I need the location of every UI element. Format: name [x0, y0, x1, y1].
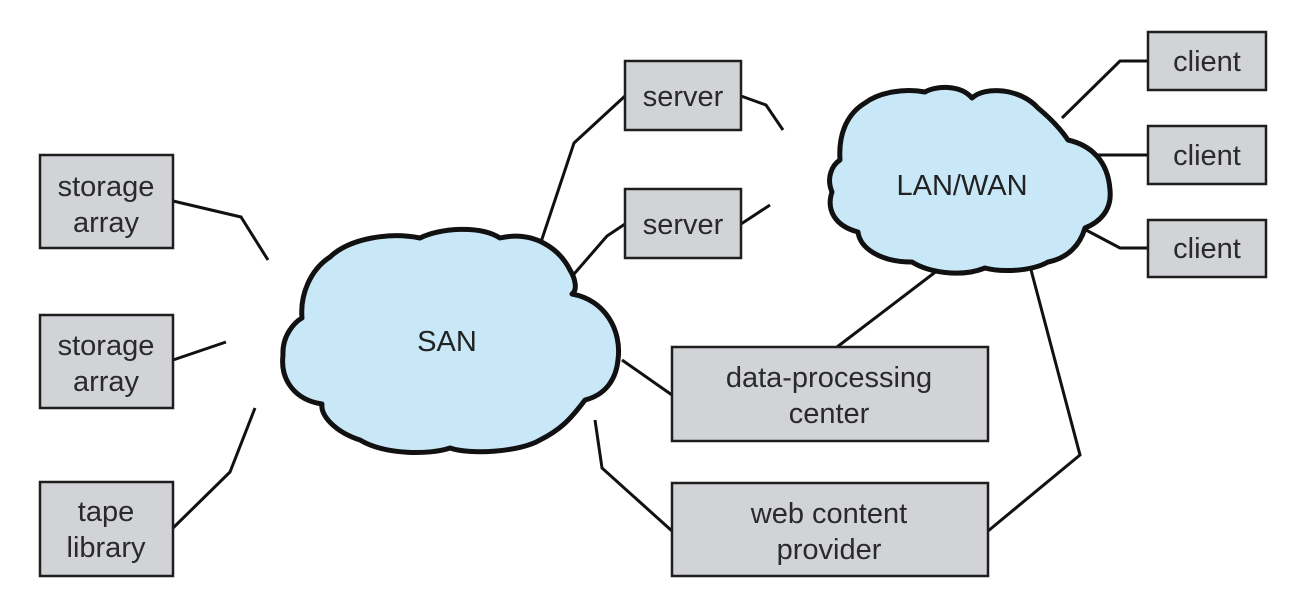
- storage-array-1-label-line1: storage: [58, 171, 155, 203]
- tape-library-label-line1: tape: [78, 496, 134, 528]
- link-dpc-san: [621, 358, 673, 397]
- storage-array-2-label-line1: storage: [58, 330, 155, 362]
- client-3-label: client: [1173, 233, 1241, 265]
- client-3-box: [1146, 218, 1268, 279]
- server-2-box: [623, 187, 743, 260]
- node-storage-array-1[interactable]: storage array: [38, 153, 175, 250]
- lanwan-cloud-label: LAN/WAN: [896, 170, 1027, 202]
- server-1-box: [623, 59, 743, 132]
- storage-array-1-box: [38, 153, 175, 250]
- link-tape-san: [171, 407, 257, 530]
- storage-array-1-label-line2: array: [73, 207, 140, 239]
- san-cloud-label: SAN: [417, 326, 477, 358]
- data-processing-center-label-line2: center: [789, 398, 870, 430]
- node-client-3[interactable]: client: [1146, 218, 1268, 279]
- san-cloud-shape: [280, 226, 622, 456]
- link-client3-lanwan: [1085, 228, 1148, 250]
- link-storage1-san: [172, 199, 270, 261]
- node-client-1[interactable]: client: [1146, 30, 1268, 92]
- link-server1-san: [536, 94, 627, 252]
- client-2-label: client: [1173, 140, 1241, 172]
- client-1-box: [1146, 30, 1268, 92]
- node-web-content-provider[interactable]: web content provider: [670, 481, 990, 578]
- data-processing-center-box: [670, 345, 990, 443]
- server-1-label: server: [643, 81, 724, 113]
- connections: [171, 59, 1148, 533]
- node-server-2[interactable]: server: [623, 187, 743, 260]
- storage-array-2-box: [38, 313, 175, 410]
- link-dpc-lanwan: [836, 268, 939, 349]
- client-2-box: [1146, 124, 1268, 186]
- node-storage-array-2[interactable]: storage array: [38, 313, 175, 410]
- node-tape-library[interactable]: tape library: [38, 480, 175, 578]
- server-2-label: server: [643, 209, 724, 241]
- client-1-label: client: [1173, 46, 1241, 78]
- node-client-2[interactable]: client: [1146, 124, 1268, 186]
- node-server-1[interactable]: server: [623, 59, 743, 132]
- lanwan-cloud[interactable]: LAN/WAN: [827, 85, 1113, 276]
- lanwan-cloud-shape: [827, 85, 1113, 276]
- link-server2-san: [566, 222, 626, 282]
- tape-library-label-line2: library: [67, 532, 146, 564]
- link-web-lanwan: [987, 265, 1082, 533]
- link-server1-lanwan: [740, 94, 785, 131]
- tape-library-box: [38, 480, 175, 578]
- link-storage2-san: [172, 340, 227, 362]
- web-content-provider-label-line2: provider: [777, 534, 882, 566]
- web-content-provider-box: [670, 481, 990, 578]
- link-server2-lanwan: [740, 203, 771, 226]
- storage-array-2-label-line2: array: [73, 366, 140, 398]
- web-content-provider-label-line1: web content: [750, 498, 907, 530]
- link-web-san: [593, 419, 674, 533]
- san-cloud[interactable]: SAN: [280, 226, 622, 456]
- data-processing-center-label-line1: data-processing: [726, 362, 932, 394]
- link-client1-lanwan: [1060, 59, 1148, 120]
- node-data-processing-center[interactable]: data-processing center: [670, 345, 990, 443]
